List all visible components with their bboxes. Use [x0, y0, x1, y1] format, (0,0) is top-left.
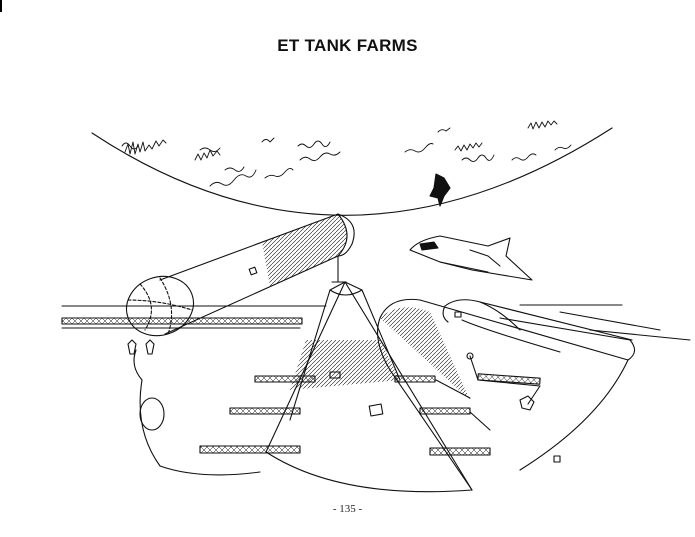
space-shuttle-orbiter: [409, 235, 533, 281]
astronauts: [127, 339, 155, 381]
central-et-tank: [265, 281, 473, 493]
tether: [331, 255, 347, 283]
truss-arms: [199, 375, 491, 456]
page-number: - 135 -: [332, 503, 363, 515]
earth-horizon: [91, 127, 613, 216]
right-et-tanks: [377, 298, 636, 491]
distant-shuttle: [429, 173, 451, 207]
floating-et-tank: [125, 213, 355, 337]
cloud-scribbles: [121, 120, 572, 187]
robotic-manipulator: [466, 352, 541, 411]
page-title: ET TANK FARMS: [277, 36, 418, 55]
scan-edge-mark: [0, 0, 2, 12]
lower-left-structure: [139, 379, 261, 476]
platform-rails: [61, 304, 691, 341]
